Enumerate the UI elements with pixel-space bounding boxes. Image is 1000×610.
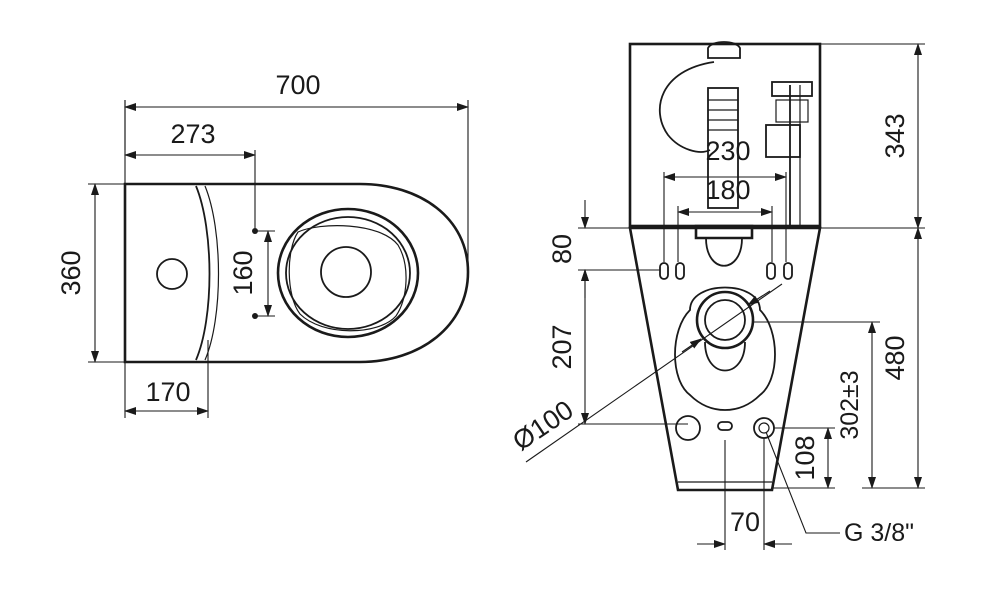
dim-label-343: 343 xyxy=(880,113,910,158)
outlet-outer xyxy=(695,290,755,350)
front-view: 343 230 180 80 207 Ø100 302±3 480 xyxy=(507,41,925,550)
bolt-slot-4 xyxy=(783,262,793,280)
dim-label-108: 108 xyxy=(790,435,820,480)
bolt-slot-1 xyxy=(659,262,669,280)
dim-label-700: 700 xyxy=(275,70,320,100)
flush-button xyxy=(156,258,188,290)
bolt-slot-3 xyxy=(766,262,776,280)
dim-line-diameter xyxy=(525,283,783,463)
bowl-outlet xyxy=(320,246,372,298)
dim-label-diameter: Ø100 xyxy=(507,395,579,457)
lid-button xyxy=(707,41,741,59)
dim-label-thread: G 3/8" xyxy=(844,519,914,547)
center-slot xyxy=(717,421,733,431)
bowl-inner xyxy=(288,225,407,332)
dim-label-170: 170 xyxy=(145,377,190,407)
tank-front-edge xyxy=(195,185,211,361)
dim-label-273: 273 xyxy=(170,119,215,149)
dim-label-180: 180 xyxy=(705,175,750,205)
flush-cable xyxy=(659,61,715,153)
dim-label-160: 160 xyxy=(228,250,258,295)
toilet-outline xyxy=(123,182,470,364)
water-inlet-outer xyxy=(753,417,775,439)
valve-base xyxy=(694,224,754,240)
bowl-rim-outer xyxy=(276,207,420,339)
tank-front-edge-inner xyxy=(204,185,220,361)
fill-valve xyxy=(765,124,801,158)
dim-label-207: 207 xyxy=(547,324,577,369)
dim-label-302: 302±3 xyxy=(836,370,864,439)
dim-label-80: 80 xyxy=(547,234,577,264)
water-inlet-inner xyxy=(758,422,770,434)
bowl-body xyxy=(628,226,822,492)
dim-label-230: 230 xyxy=(705,136,750,166)
dim-label-360: 360 xyxy=(56,250,86,295)
side-opening xyxy=(675,415,701,441)
dim-label-480: 480 xyxy=(880,335,910,380)
bowl-rim-inner xyxy=(285,216,411,330)
leader-thread xyxy=(765,431,840,534)
dim-label-70: 70 xyxy=(730,507,760,537)
bolt-slot-2 xyxy=(675,262,685,280)
outlet-inner xyxy=(704,299,746,341)
top-view: 700 273 360 160 170 xyxy=(56,70,470,418)
trap-shape xyxy=(674,286,776,411)
